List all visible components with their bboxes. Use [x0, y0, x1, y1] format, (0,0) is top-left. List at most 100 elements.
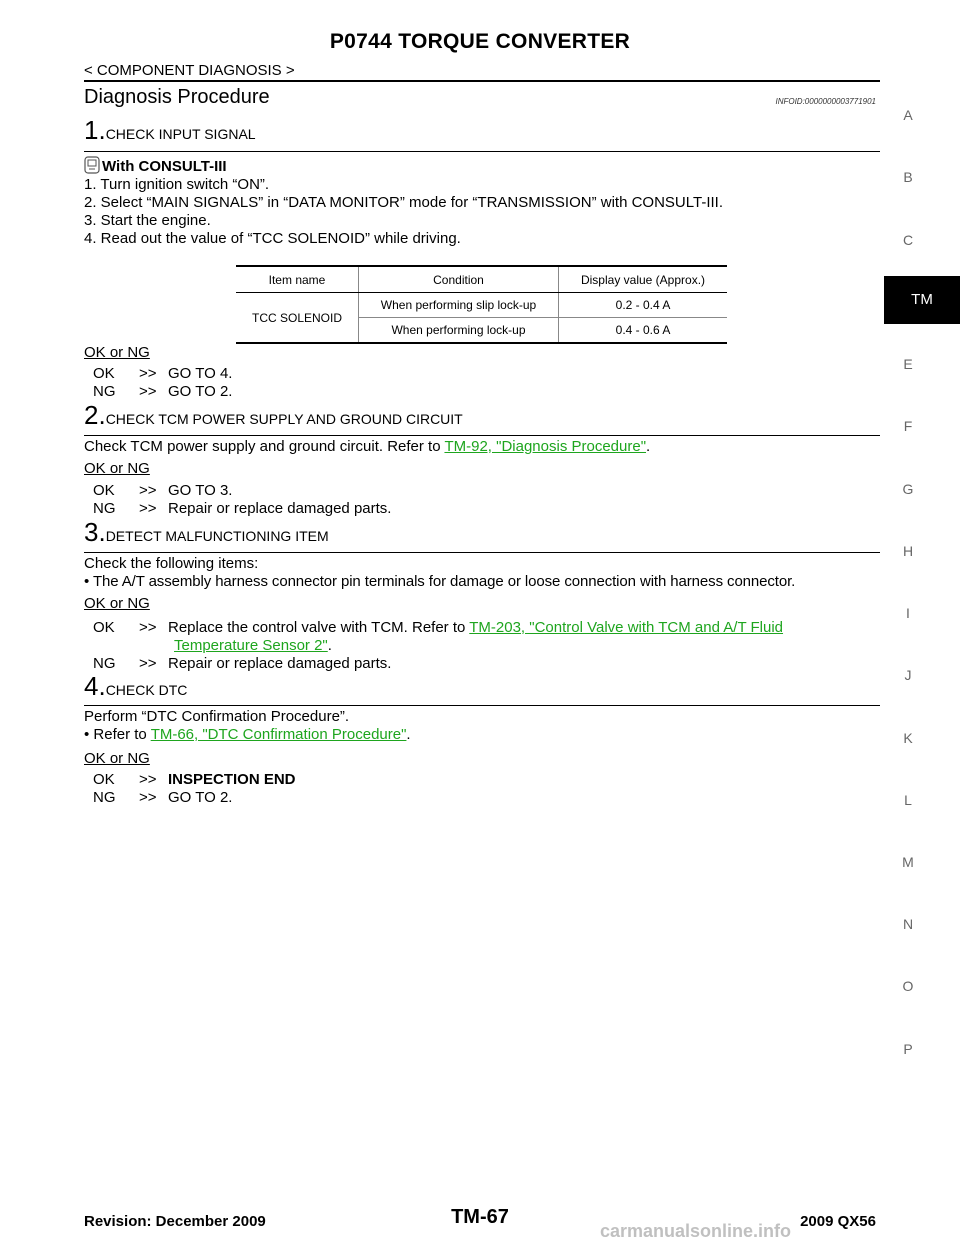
result-text: GO TO 2.	[168, 789, 233, 806]
side-index-m[interactable]: M	[902, 854, 914, 870]
result-text: Replace the control valve with TCM. Refe…	[168, 619, 470, 636]
step-number: 4.	[84, 671, 106, 701]
step-4-bullet: • Refer to TM-66, "DTC Confirmation Proc…	[84, 726, 411, 744]
side-index-c[interactable]: C	[902, 232, 914, 248]
step-4-line: Perform “DTC Confirmation Procedure”.	[84, 708, 350, 725]
side-index-l[interactable]: L	[904, 792, 912, 808]
result-key: OK	[93, 482, 115, 499]
result-ok: OK >> GO TO 3.	[93, 482, 232, 499]
result-arrow: >>	[139, 619, 157, 636]
step-rule	[84, 435, 880, 436]
side-index-tm-active[interactable]: TM	[884, 276, 960, 324]
side-index-g[interactable]: G	[902, 481, 914, 497]
side-index-f[interactable]: F	[903, 418, 913, 434]
step-number: 2.	[84, 400, 106, 430]
footer-page-number: TM-67	[451, 1206, 509, 1228]
result-text: GO TO 3.	[168, 482, 233, 499]
ok-or-ng-label: OK or NG	[84, 595, 150, 612]
ok-or-ng-label: OK or NG	[84, 750, 150, 767]
footer-model: 2009 QX56	[800, 1213, 876, 1230]
result-key: OK	[93, 771, 115, 788]
page-title: P0744 TORQUE CONVERTER	[329, 30, 631, 53]
header-rule	[84, 80, 880, 82]
text: Check TCM power supply and ground circui…	[84, 438, 445, 455]
table-row: When performing lock-up 0.4 - 0.6 A	[236, 317, 727, 344]
step-1-heading: 1.CHECK INPUT SIGNAL	[84, 115, 256, 146]
instruction-4: 4. Read out the value of “TCC SOLENOID” …	[84, 230, 461, 247]
side-index-o[interactable]: O	[902, 978, 914, 994]
result-text: GO TO 4.	[168, 365, 233, 382]
step-4-heading: 4.CHECK DTC	[84, 671, 187, 702]
text: .	[646, 438, 651, 455]
result-arrow: >>	[139, 500, 157, 517]
table-cell-item: TCC SOLENOID	[236, 292, 359, 344]
result-arrow: >>	[139, 789, 157, 806]
result-text: Repair or replace damaged parts.	[168, 500, 392, 517]
ok-or-ng-label: OK or NG	[84, 344, 150, 361]
text: .	[327, 637, 332, 654]
reference-link[interactable]: Temperature Sensor 2"	[174, 637, 328, 654]
table-header: Display value (Approx.)	[558, 265, 727, 293]
result-ok: OK >> Replace the control valve with TCM. …	[93, 619, 783, 636]
section-title: Diagnosis Procedure	[84, 86, 270, 108]
table-header: Item name	[236, 265, 359, 293]
result-arrow: >>	[139, 771, 157, 788]
table-header-row: Item name Condition Display value (Appro…	[236, 265, 727, 293]
step-3-bullet: • The A/T assembly harness connector pin…	[84, 573, 796, 590]
side-index-a[interactable]: A	[903, 107, 913, 123]
result-ok: OK >> GO TO 4.	[93, 365, 232, 382]
instruction-3: 3. Start the engine.	[84, 212, 211, 229]
reference-link[interactable]: TM-92, "Diagnosis Procedure"	[444, 438, 647, 455]
consult-label: With CONSULT-III	[102, 158, 227, 175]
side-index-e[interactable]: E	[903, 356, 913, 372]
result-arrow: >>	[139, 383, 157, 400]
result-key: OK	[93, 365, 115, 382]
result-key: NG	[93, 500, 116, 517]
result-arrow: >>	[139, 365, 157, 382]
step-rule	[84, 151, 880, 152]
result-ok-continued: Temperature Sensor 2".	[174, 637, 332, 654]
step-rule	[84, 705, 880, 706]
reference-link[interactable]: TM-66, "DTC Confirmation Procedure"	[150, 726, 407, 743]
table-row: TCC SOLENOID When performing slip lock-u…	[236, 292, 727, 344]
ok-or-ng-label: OK or NG	[84, 460, 150, 477]
side-index-n[interactable]: N	[902, 916, 914, 932]
step-rule	[84, 552, 880, 553]
table-cell: When performing slip lock-up	[358, 292, 559, 318]
step-title: CHECK INPUT SIGNAL	[105, 126, 256, 142]
table-header: Condition	[358, 265, 559, 293]
step-3-heading: 3.DETECT MALFUNCTIONING ITEM	[84, 517, 329, 548]
table-cell: 0.2 - 0.4 A	[558, 292, 727, 318]
breadcrumb: < COMPONENT DIAGNOSIS >	[84, 62, 295, 79]
step-3-line: Check the following items:	[84, 555, 259, 572]
reference-link[interactable]: TM-203, "Control Valve with TCM and A/T …	[469, 619, 784, 636]
step-title: DETECT MALFUNCTIONING ITEM	[105, 528, 329, 544]
consult-line: With CONSULT-III	[84, 156, 227, 179]
result-ok: OK >> INSPECTION END	[93, 771, 296, 788]
step-2-heading: 2.CHECK TCM POWER SUPPLY AND GROUND CIRC…	[84, 400, 463, 431]
side-index-b[interactable]: B	[903, 169, 913, 185]
spec-table: Item name Condition Display value (Appro…	[236, 265, 727, 344]
step-title: CHECK TCM POWER SUPPLY AND GROUND CIRCUI…	[105, 411, 463, 427]
result-text: GO TO 2.	[168, 383, 233, 400]
step-number: 1.	[84, 115, 106, 145]
info-id: INFOID:0000000003771901	[775, 97, 876, 106]
side-index-k[interactable]: K	[903, 730, 913, 746]
result-key: OK	[93, 619, 115, 636]
result-ng: NG >> GO TO 2.	[93, 789, 232, 806]
result-arrow: >>	[139, 655, 157, 672]
result-text: INSPECTION END	[168, 771, 296, 788]
result-arrow: >>	[139, 482, 157, 499]
instruction-1: 1. Turn ignition switch “ON”.	[84, 176, 270, 193]
step-2-text: Check TCM power supply and ground circui…	[84, 438, 650, 456]
side-index-p[interactable]: P	[903, 1041, 913, 1057]
side-index-h[interactable]: H	[902, 543, 914, 559]
text: • Refer to	[84, 726, 151, 743]
result-key: NG	[93, 789, 116, 806]
result-ng: NG>>Repair or replace damaged parts.	[93, 655, 391, 672]
side-index-i[interactable]: I	[906, 605, 910, 621]
watermark: carmanualsonline.info	[600, 1221, 792, 1241]
side-index-j[interactable]: J	[904, 667, 912, 683]
step-number: 3.	[84, 517, 106, 547]
text: .	[406, 726, 411, 743]
